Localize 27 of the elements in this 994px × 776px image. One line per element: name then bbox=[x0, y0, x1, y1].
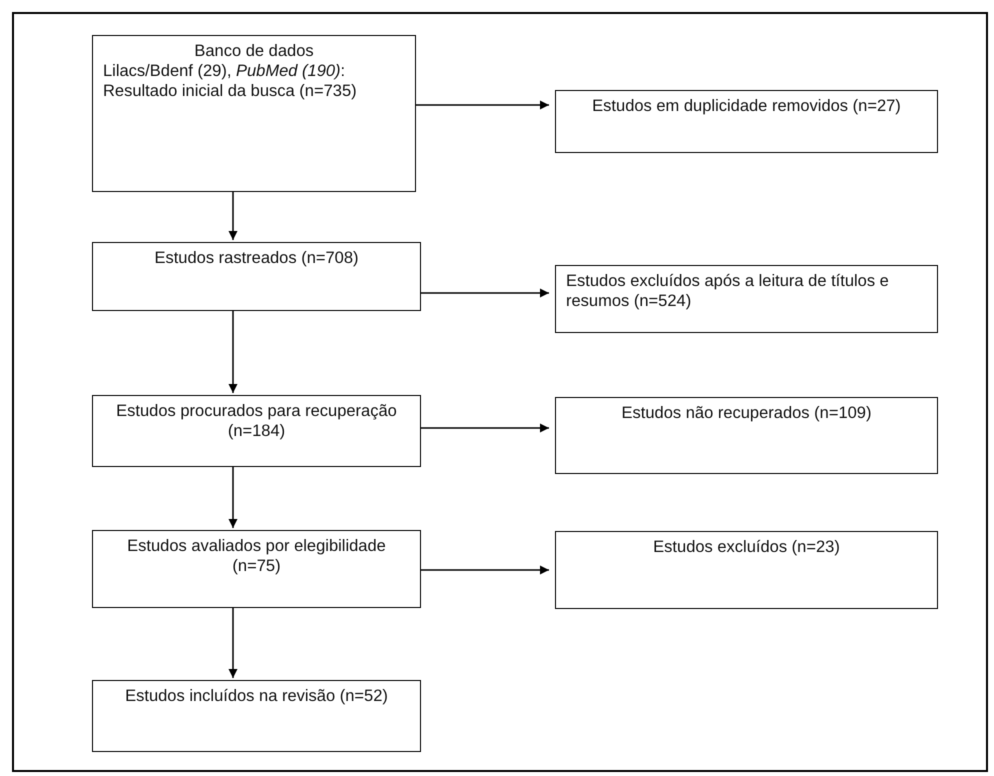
arrow bbox=[228, 467, 238, 528]
box-heading: Banco de dados bbox=[193, 42, 315, 62]
process-box bbox=[92, 680, 421, 752]
box-text: Estudos em duplicidade removidos (n=27) bbox=[591, 97, 902, 117]
box-text: Estudos rastreados (n=708) bbox=[153, 249, 360, 269]
process-box bbox=[92, 242, 421, 311]
process-box bbox=[92, 35, 416, 192]
box-text: Estudos procurados para recuperação (n=184) bbox=[115, 402, 398, 442]
process-box bbox=[92, 395, 421, 467]
arrow bbox=[421, 566, 549, 574]
arrow bbox=[228, 311, 238, 393]
process-box bbox=[555, 90, 938, 153]
arrow bbox=[421, 288, 549, 298]
arrow bbox=[416, 100, 549, 110]
arrow bbox=[228, 608, 238, 678]
process-box bbox=[555, 397, 938, 474]
box-text: Estudos incluídos na revisão (n=52) bbox=[124, 687, 389, 707]
arrow bbox=[228, 192, 238, 240]
box-text: Estudos excluídos após a leitura de títulos e resumos (n=524) bbox=[566, 272, 890, 312]
process-box bbox=[555, 531, 938, 609]
box-text: Estudos excluídos (n=23) bbox=[652, 538, 841, 558]
box-text: Lilacs/Bdenf (29), PubMed (190): Resultado inicial da busca (n=735) bbox=[103, 62, 358, 102]
arrow bbox=[421, 424, 549, 432]
box-text: Estudos não recuperados (n=109) bbox=[620, 404, 872, 424]
process-box bbox=[92, 530, 421, 608]
box-text: Estudos avaliados por elegibilidade (n=75) bbox=[126, 537, 387, 577]
process-box bbox=[555, 265, 938, 333]
